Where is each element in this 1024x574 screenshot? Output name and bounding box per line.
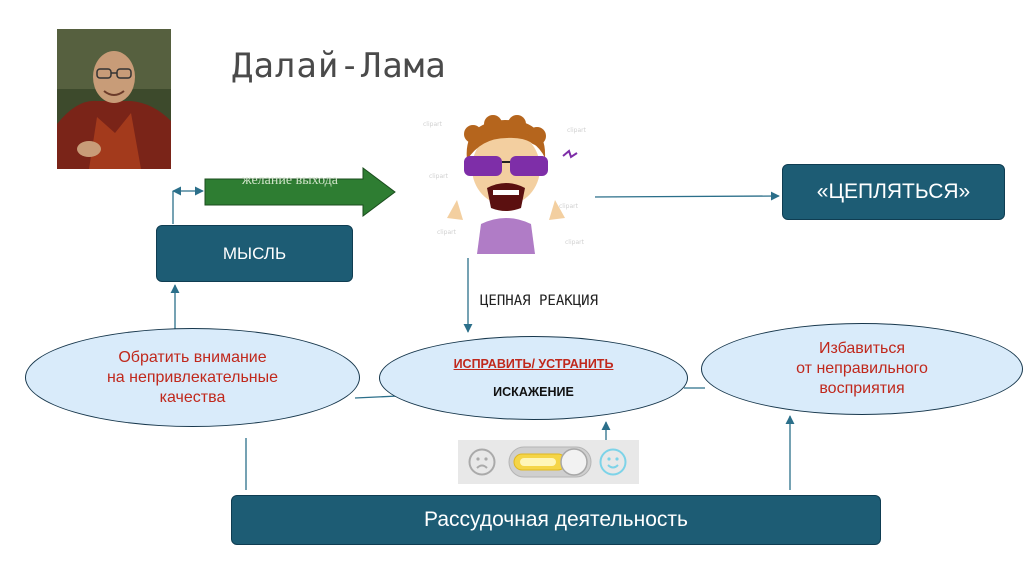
attention-oval: Обратить внимание на непривлекательные к… xyxy=(25,328,360,427)
svg-text:clipart: clipart xyxy=(423,121,443,128)
page-title: Далай-Лама xyxy=(232,46,447,86)
attention-line-1: Обратить внимание xyxy=(118,348,267,366)
rid-perception-oval: Избавиться от неправильного восприятия xyxy=(701,323,1023,415)
desire-arrow-label: желание выхода xyxy=(241,173,339,188)
monk-photo xyxy=(57,29,171,169)
cling-box: «ЦЕПЛЯТЬСЯ» xyxy=(782,164,1005,220)
svg-text:clipart: clipart xyxy=(565,239,585,246)
rid-line-3: восприятия xyxy=(819,380,905,397)
happy-face-icon xyxy=(599,448,627,476)
rid-line-1: Избавиться xyxy=(818,340,906,357)
desire-arrow xyxy=(204,167,396,217)
svg-text:clipart: clipart xyxy=(429,173,449,180)
attention-line-3: качества xyxy=(159,388,226,406)
svg-text:clipart: clipart xyxy=(559,203,579,210)
fix-label: ИСПРАВИТЬ/ УСТРАНИТЬ xyxy=(453,357,614,371)
mood-toggle-panel xyxy=(458,440,639,484)
connector-to-cling xyxy=(591,191,780,201)
toggle-switch-icon[interactable] xyxy=(508,446,592,478)
connector-left-mid xyxy=(354,395,399,399)
svg-text:clipart: clipart xyxy=(567,127,587,134)
svg-text:clipart: clipart xyxy=(437,229,457,236)
sad-face-icon xyxy=(468,448,496,476)
thought-box: МЫСЛЬ xyxy=(156,225,353,282)
distortion-label: ИСКАЖЕНИЕ xyxy=(493,385,574,399)
attention-line-2: на непривлекательные xyxy=(106,368,279,386)
distressed-woman-cartoon: clipart clipart clipart clipart clipart cli… xyxy=(417,112,595,254)
rid-line-2: от неправильного xyxy=(796,360,928,377)
rational-activity-box: Рассудочная деятельность xyxy=(231,495,881,545)
chain-reaction-label: ЦЕПНАЯ РЕАКЦИЯ xyxy=(480,293,599,309)
fix-distortion-oval: ИСПРАВИТЬ/ УСТРАНИТЬ ИСКАЖЕНИЕ xyxy=(379,336,688,420)
